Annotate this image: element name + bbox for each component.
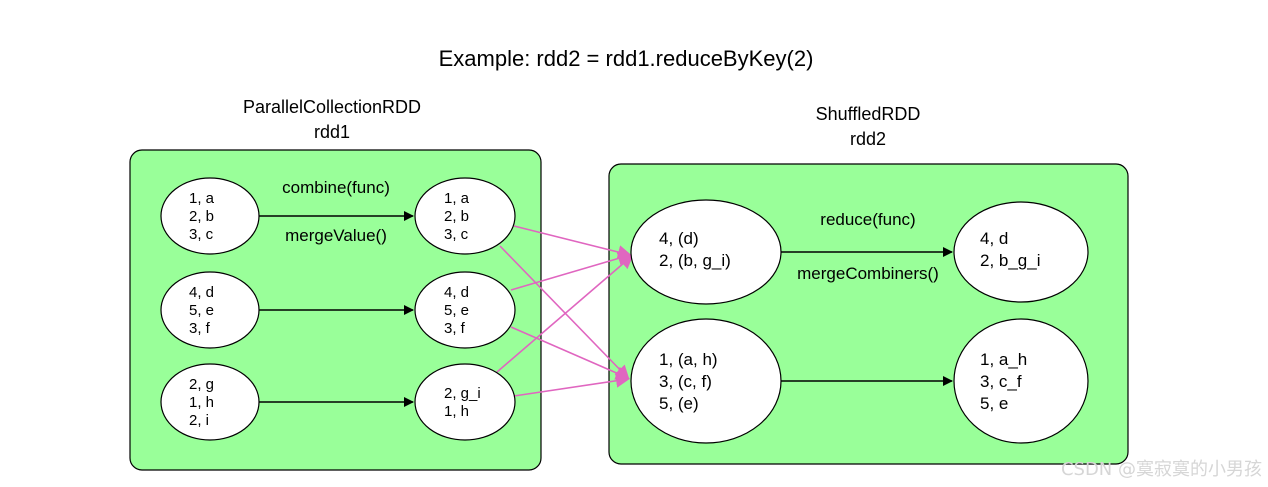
node-line: 5, (e) xyxy=(659,394,699,413)
node-line: 5, e xyxy=(980,394,1008,413)
node-line: 1, h xyxy=(444,403,469,420)
node-line: 3, c xyxy=(189,226,214,243)
node-line: 1, a_h xyxy=(980,350,1027,369)
shuffle-edge-2-to-a xyxy=(510,251,632,291)
rdd2-name-label: rdd2 xyxy=(850,129,886,149)
rdd1-combined-partition-1: 1, a 2, b 3, c xyxy=(414,177,516,255)
shuffle-edge-2-to-b xyxy=(510,326,630,380)
rdd2-shuffled-partition-1: 4, (d) 2, (b, g_i) xyxy=(630,199,782,305)
node-line: 3, (c, f) xyxy=(659,372,712,391)
edge-label-combine: combine(func) xyxy=(282,178,390,197)
node-line: 2, g xyxy=(189,376,214,393)
rdd1-input-partition-1: 1, a 2, b 3, c xyxy=(160,177,260,255)
shuffle-edge-3-to-a xyxy=(496,254,634,373)
node-line: 2, b_g_i xyxy=(980,251,1041,270)
node-line: 4, d xyxy=(189,284,214,301)
rdd2-shuffled-partition-2: 1, (a, h) 3, (c, f) 5, (e) xyxy=(630,318,782,444)
shuffle-edge-1-to-b xyxy=(499,245,630,380)
shuffle-edge-3-to-b xyxy=(513,373,630,397)
shuffle-edge-1-to-a xyxy=(513,225,632,259)
node-line: 1, a xyxy=(444,190,470,207)
node-line: 4, (d) xyxy=(659,229,699,248)
node-line: 3, c xyxy=(444,226,469,243)
node-line: 1, (a, h) xyxy=(659,350,718,369)
shuffle-edges xyxy=(496,225,634,397)
rdd2-class-label: ShuffledRDD xyxy=(816,104,921,124)
node-line: 3, f xyxy=(189,320,211,337)
diagram-title: Example: rdd2 = rdd1.reduceByKey(2) xyxy=(439,46,814,71)
node-line: 2, b xyxy=(444,208,469,225)
rdd2-reduced-partition-1: 4, d 2, b_g_i xyxy=(953,201,1089,303)
node-line: 3, f xyxy=(444,320,466,337)
node-line: 5, e xyxy=(189,302,214,319)
rdd1-combined-partition-3: 2, g_i 1, h xyxy=(414,363,516,441)
watermark: CSDN @寞寂寞的小男孩 xyxy=(1061,459,1262,480)
rdd1-combined-partition-2: 4, d 5, e 3, f xyxy=(414,271,516,349)
node-line: 4, d xyxy=(980,229,1008,248)
edge-label-merge-value: mergeValue() xyxy=(285,226,387,245)
node-line: 2, i xyxy=(189,412,209,429)
node-line: 3, c_f xyxy=(980,372,1022,391)
node-line: 1, h xyxy=(189,394,214,411)
node-line: 2, b xyxy=(189,208,214,225)
node-line: 4, d xyxy=(444,284,469,301)
node-line: 1, a xyxy=(189,190,215,207)
rdd2-reduced-partition-2: 1, a_h 3, c_f 5, e xyxy=(953,318,1089,444)
node-line: 2, (b, g_i) xyxy=(659,251,731,270)
edge-label-merge-combiners: mergeCombiners() xyxy=(797,264,939,283)
rdd1-name-label: rdd1 xyxy=(314,122,350,142)
rdd1-input-partition-3: 2, g 1, h 2, i xyxy=(160,363,260,441)
edge-label-reduce: reduce(func) xyxy=(820,210,915,229)
rdd1-input-partition-2: 4, d 5, e 3, f xyxy=(160,271,260,349)
node-line: 5, e xyxy=(444,302,469,319)
rdd1-class-label: ParallelCollectionRDD xyxy=(243,97,421,117)
node-line: 2, g_i xyxy=(444,385,481,402)
